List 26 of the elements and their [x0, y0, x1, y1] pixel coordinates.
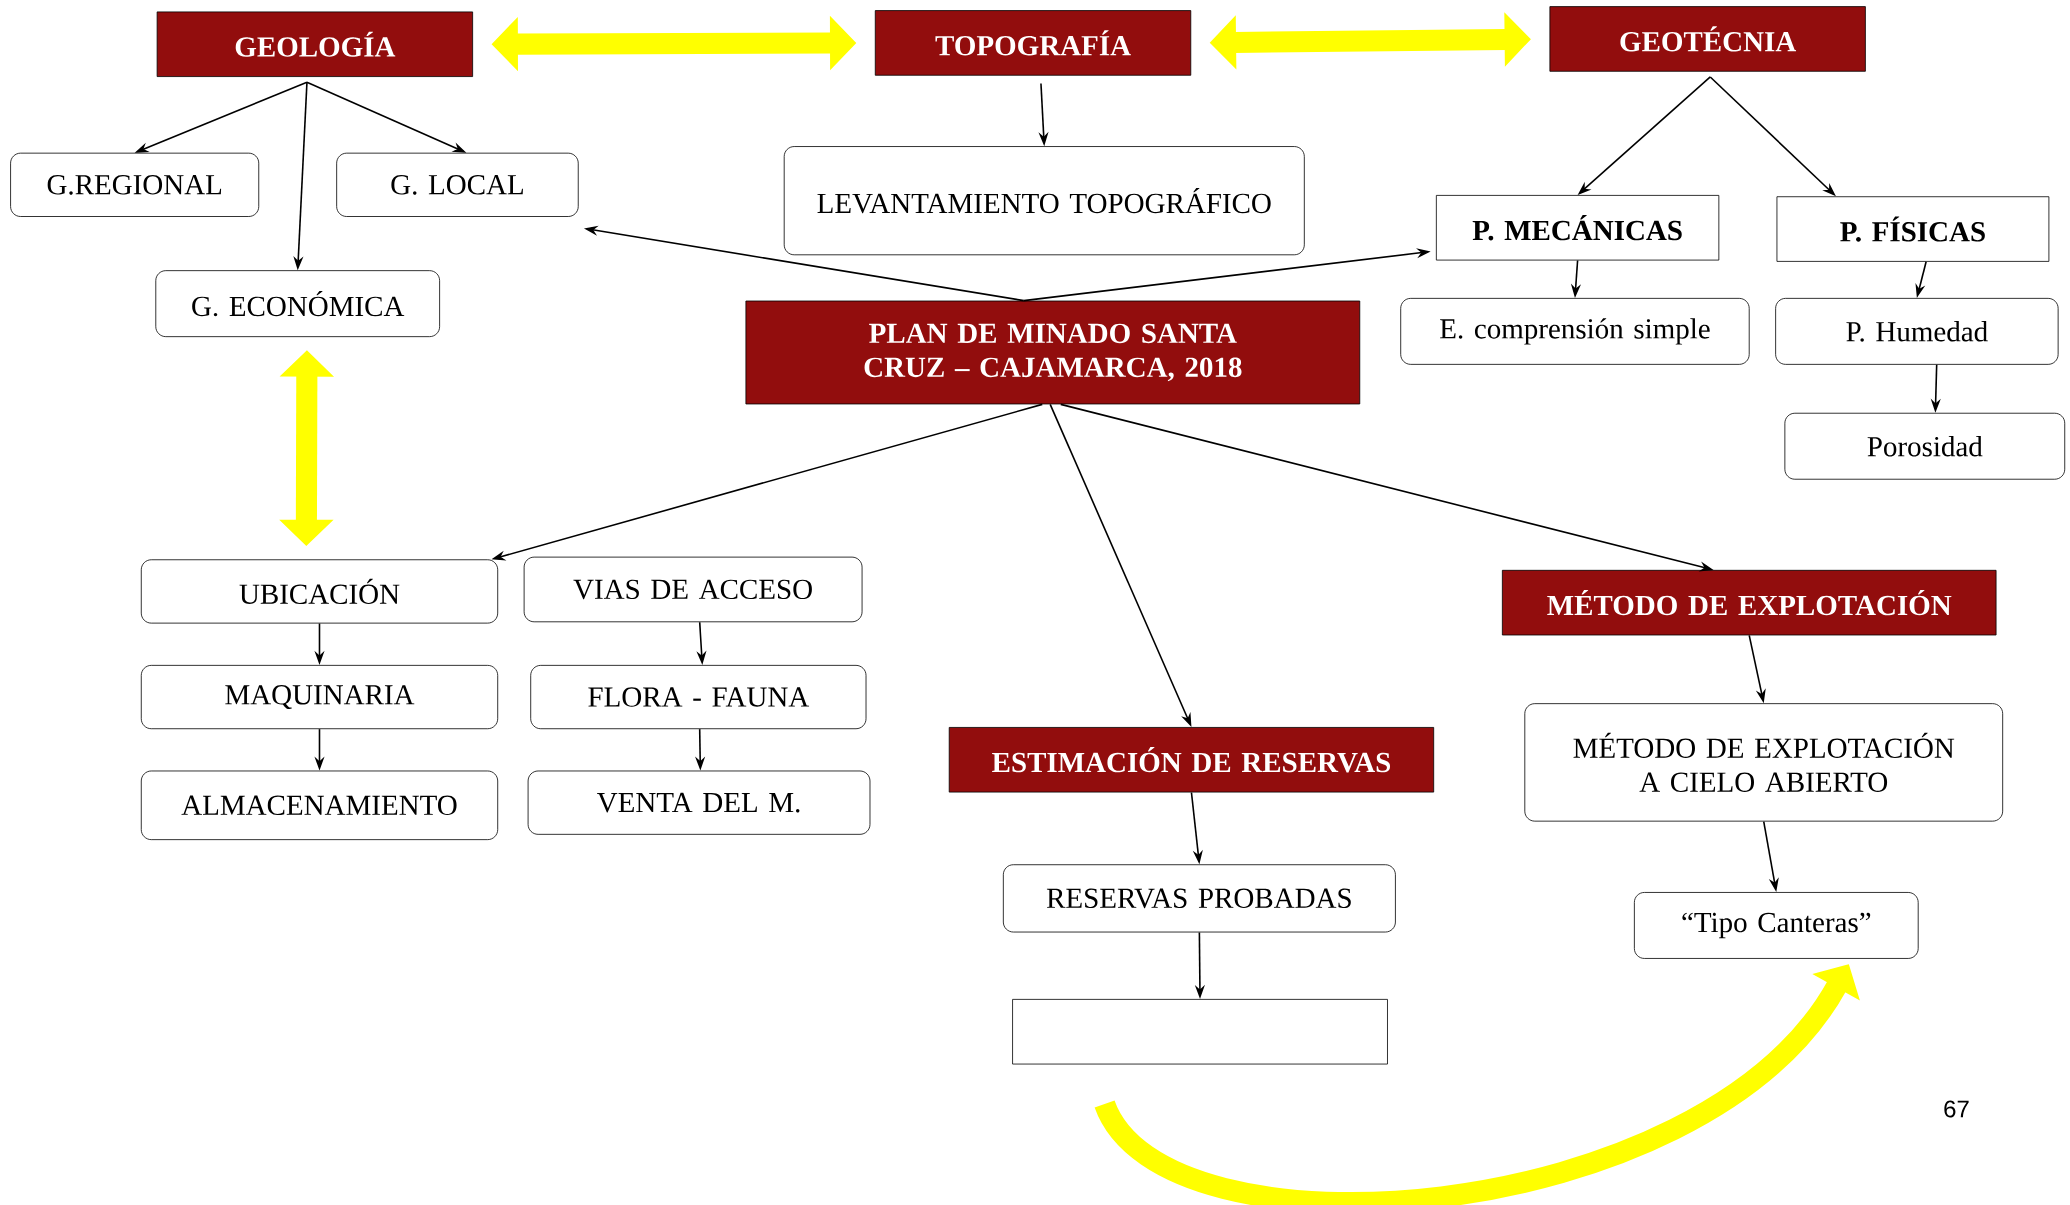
- empty-box: [1012, 998, 1388, 1065]
- rounded-box: VENTA DEL M.: [527, 770, 871, 835]
- rounded-box: G. ECONÓMICA: [155, 270, 440, 337]
- title-box: GEOTÉCNIA: [1549, 6, 1866, 72]
- rounded-box: “Tipo Canteras”: [1633, 891, 1919, 959]
- title-box: ESTIMACIÓN DE RESERVAS: [948, 726, 1435, 793]
- box: P. MECÁNICAS: [1435, 194, 1720, 261]
- rounded-box: UBICACIÓN: [140, 559, 499, 624]
- title-box: PLAN DE MINADO SANTA CRUZ – CAJAMARCA, 2018: [745, 300, 1361, 405]
- rounded-box: VIAS DE ACCESO: [523, 556, 863, 623]
- box: P. FÍSICAS: [1776, 196, 2050, 262]
- page-number: 67: [1944, 1100, 1969, 1118]
- rounded-box: Porosidad: [1784, 412, 2066, 480]
- rounded-box: FLORA - FAUNA: [530, 664, 867, 729]
- rounded-box: G.REGIONAL: [10, 152, 260, 217]
- title-box: TOPOGRAFÍA: [874, 10, 1192, 76]
- rounded-box: MÉTODO DE EXPLOTACIÓN A CIELO ABIERTO: [1524, 703, 2004, 822]
- rounded-box: MAQUINARIA: [140, 664, 499, 729]
- title-box: MÉTODO DE EXPLOTACIÓN: [1501, 569, 1997, 636]
- rounded-box: G. LOCAL: [336, 152, 579, 217]
- rounded-box: E. comprensión simple: [1400, 297, 1750, 365]
- rounded-box: LEVANTAMIENTO TOPOGRÁFICO: [783, 146, 1305, 256]
- rounded-box: RESERVAS PROBADAS: [1002, 864, 1396, 933]
- rounded-box: ALMACENAMIENTO: [140, 770, 499, 840]
- title-box: GEOLOGÍA: [156, 11, 474, 77]
- rounded-box: P. Humedad: [1775, 297, 2059, 365]
